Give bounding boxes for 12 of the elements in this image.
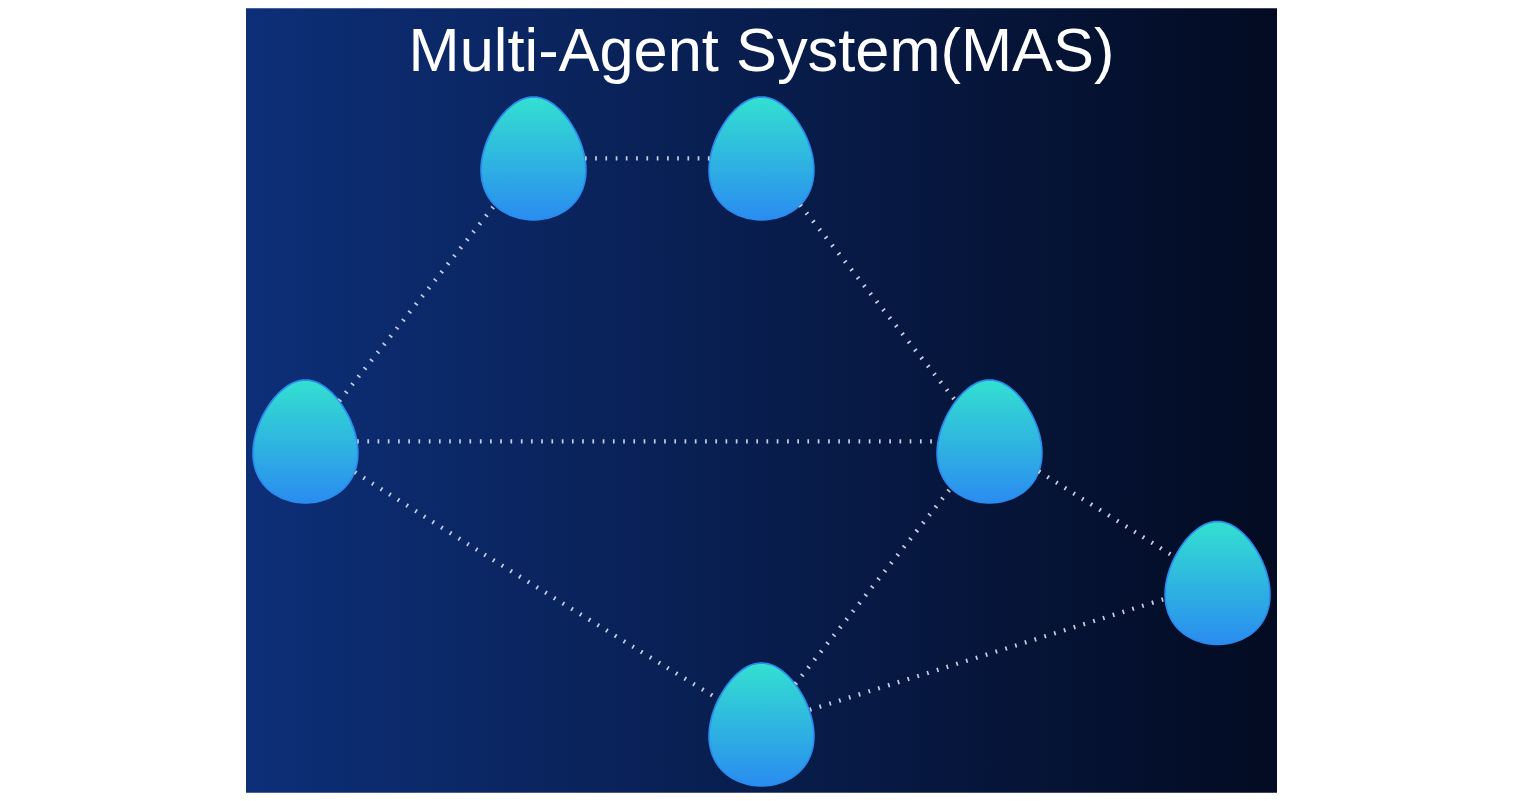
- connector: [337, 203, 496, 403]
- connector: [793, 486, 952, 686]
- node-picture: [479, 96, 587, 221]
- node-picture: [707, 96, 815, 221]
- node-picture: [707, 662, 815, 787]
- connector: [798, 203, 957, 403]
- connector: [584, 156, 710, 161]
- node-picture: [251, 379, 359, 504]
- connector: [808, 596, 1166, 712]
- node-picture: [935, 379, 1043, 504]
- diagram-title: Multi-Agent System(MAS): [408, 15, 1114, 85]
- node-picture: [1163, 520, 1271, 646]
